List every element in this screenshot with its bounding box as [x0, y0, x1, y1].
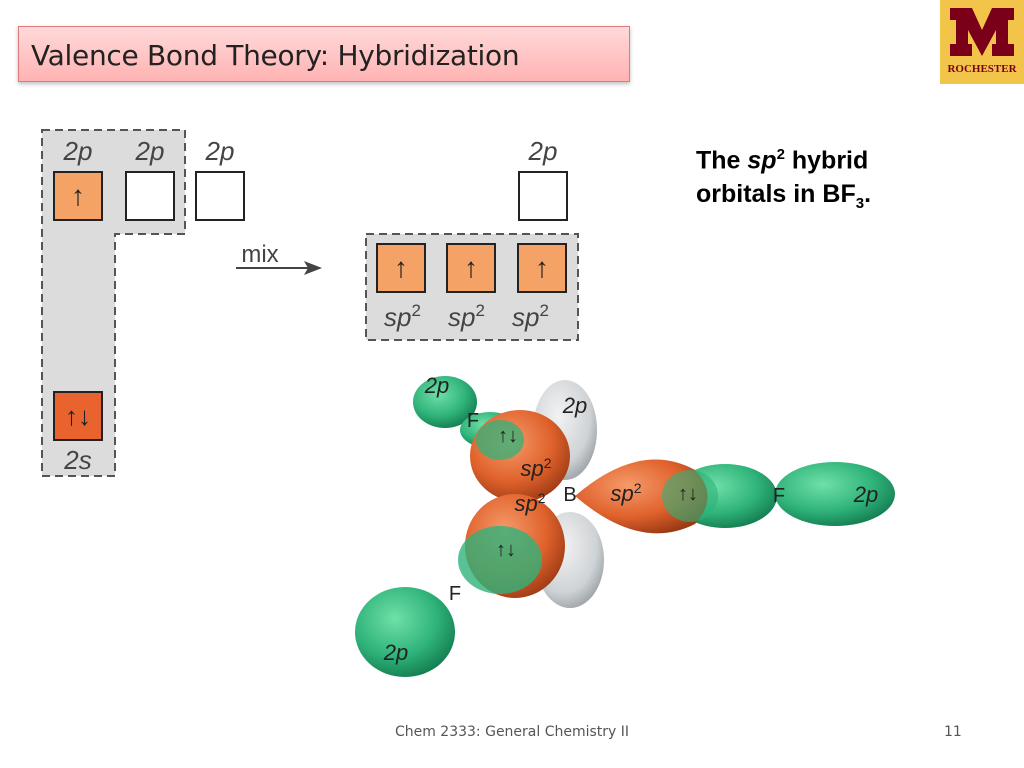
logo-text: ROCHESTER — [947, 63, 1017, 75]
bf3-label-f-upper: F — [467, 410, 479, 432]
electron-up-sp2-2: ↑ — [464, 252, 478, 283]
f-right-2p-outer — [775, 462, 895, 526]
caption-line-1: The sp2 hybrid — [696, 138, 871, 177]
caption-sub: 3 — [855, 195, 865, 213]
orbital-box-2p-2 — [125, 171, 175, 221]
caption-prefix: The — [696, 146, 748, 175]
label-sp2-2: sp2 — [448, 301, 485, 332]
label-2p-b: 2p — [135, 136, 165, 166]
f-right-overlap — [662, 470, 718, 522]
bf3-label-b: B — [563, 484, 576, 506]
label-sp2-1: sp2 — [384, 301, 421, 332]
orbital-box-2s — [53, 391, 103, 441]
footer: Chem 2333: General Chemistry II — [394, 724, 630, 740]
bf3-pair-right: ↑↓ — [678, 483, 698, 505]
electron-up-1: ↑ — [71, 180, 85, 211]
orbital-box-sp2-2 — [446, 243, 496, 293]
orbital-box-2p-remaining — [518, 171, 568, 221]
electron-up-sp2-1: ↑ — [394, 252, 408, 283]
caption-line2-prefix: orbitals in BF — [696, 180, 856, 209]
bf3-pair-upper: ↑↓ — [498, 425, 518, 447]
bf3-label-2p-p: 2p — [562, 393, 587, 418]
caption-line-2: orbitals in BF3. — [696, 177, 871, 221]
f-lower-overlap — [458, 526, 542, 594]
label-2s: 2s — [63, 445, 91, 475]
bf3-label-2p-lower: 2p — [383, 640, 408, 665]
caption-suffix: hybrid — [784, 146, 869, 175]
bf3-label-sp2-right: sp2 — [610, 480, 641, 506]
caption-line2-suffix: . — [864, 180, 872, 209]
label-2p-c: 2p — [205, 136, 235, 166]
rochester-logo: ROCHESTER — [940, 0, 1024, 84]
page-number: 11 — [944, 724, 962, 740]
electron-up-sp2-3: ↑ — [535, 252, 549, 283]
electron-pair-2s: ↑↓ — [65, 401, 91, 431]
bf3-label-sp2-upper: sp2 — [520, 455, 551, 481]
page-title: Valence Bond Theory: Hybridization — [31, 39, 520, 72]
label-2p-remaining: 2p — [528, 136, 558, 166]
m-logo-icon — [950, 8, 1014, 56]
bf3-label-2p-upper: 2p — [424, 373, 449, 398]
bf3-label-2p-right: 2p — [853, 482, 878, 507]
title-box: Valence Bond Theory: Hybridization — [18, 26, 630, 82]
label-sp2-3: sp2 — [512, 301, 549, 332]
bf3-label-f-right: F — [773, 485, 785, 507]
caption-sup: 2 — [776, 146, 785, 163]
bf3-pair-lower: ↑↓ — [496, 539, 516, 561]
caption: The sp2 hybrid orbitals in BF3. — [696, 138, 871, 221]
orbital-box-sp2-1 — [376, 243, 426, 293]
bf3-label-sp2-lower: sp2 — [514, 490, 545, 516]
f-upper-2p-outer — [413, 376, 477, 428]
label-2p-a: 2p — [63, 136, 93, 166]
caption-sp: sp — [747, 146, 777, 175]
f-upper-overlap — [476, 420, 524, 460]
mix-arrow-head — [304, 261, 322, 275]
f-lower-2p-outer — [355, 587, 455, 677]
orbital-box-sp2-3 — [517, 243, 567, 293]
mix-label: mix — [241, 241, 278, 268]
bf3-label-f-lower: F — [449, 583, 461, 605]
orbital-box-2p-1 — [53, 171, 103, 221]
orbital-box-2p-3 — [195, 171, 245, 221]
